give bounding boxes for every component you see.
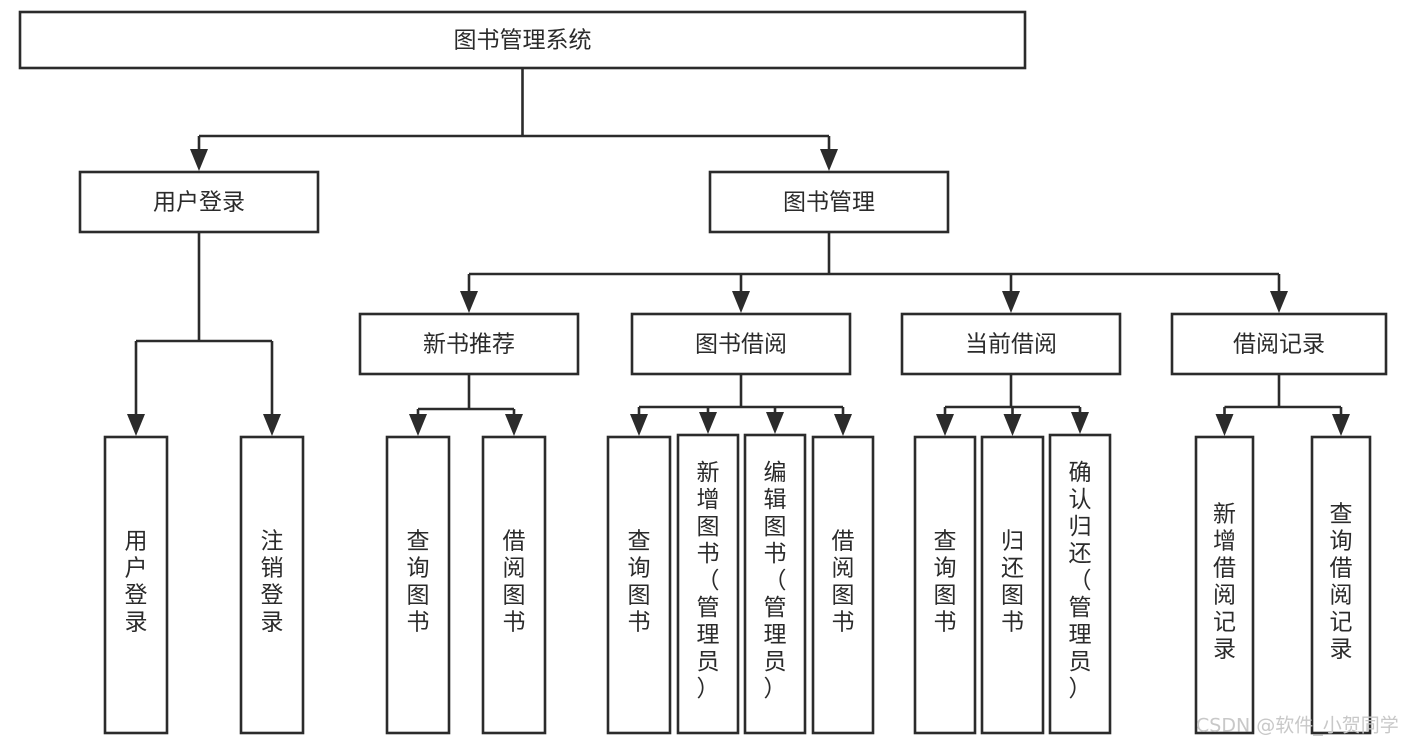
arrow-head-icon xyxy=(699,412,717,434)
node-rect xyxy=(606,435,672,735)
node-label: 查询图书 xyxy=(407,529,430,636)
node-rect xyxy=(18,10,1027,70)
arrow-head-icon xyxy=(820,149,838,171)
level4-node-9[interactable]: 归还图书 xyxy=(980,435,1045,735)
node-rect xyxy=(358,312,580,376)
level3-node-1[interactable]: 图书借阅 xyxy=(630,312,852,376)
level4-node-10[interactable]: 确认归还（管理员） xyxy=(1048,433,1112,735)
node-label: 新增图书（管理员） xyxy=(697,460,720,702)
node-label: 借阅记录 xyxy=(1233,332,1325,358)
node-label: 编辑图书（管理员） xyxy=(764,460,787,702)
csdn-watermark: CSDN @软件_小贺同学 xyxy=(1196,715,1399,737)
arrow-head-icon xyxy=(1071,412,1089,434)
level4-node-4[interactable]: 查询图书 xyxy=(606,435,672,735)
node-rect xyxy=(900,312,1122,376)
root-node[interactable]: 图书管理系统 xyxy=(18,10,1027,70)
arrow-head-icon xyxy=(409,414,427,436)
node-label: 图书借阅 xyxy=(695,332,787,358)
arrow-head-icon xyxy=(190,149,208,171)
arrow-head-icon xyxy=(1332,414,1350,436)
level4-node-3[interactable]: 借阅图书 xyxy=(481,435,547,735)
level4-node-11[interactable]: 新增借阅记录 xyxy=(1194,435,1255,735)
node-rect xyxy=(676,433,740,735)
arrow-head-icon xyxy=(1270,291,1288,313)
node-label: 注销登录 xyxy=(261,529,284,636)
arrow-head-icon xyxy=(834,414,852,436)
arrow-head-icon xyxy=(460,291,478,313)
node-label: 借阅图书 xyxy=(503,529,526,636)
node-rect xyxy=(103,435,169,735)
node-rect xyxy=(1194,435,1255,735)
connector-lines xyxy=(127,68,1350,436)
level2-node-0[interactable]: 用户登录 xyxy=(78,170,320,234)
node-rect xyxy=(913,435,977,735)
arrow-head-icon xyxy=(1003,414,1022,436)
node-label: 确认归还（管理员） xyxy=(1069,460,1092,702)
node-rect xyxy=(630,312,852,376)
node-label: 用户登录 xyxy=(153,190,245,216)
node-label: 图书管理 xyxy=(783,190,875,216)
arrow-head-icon xyxy=(505,414,523,436)
arrow-head-icon xyxy=(1215,414,1234,436)
arrow-head-icon xyxy=(127,414,145,436)
node-label: 借阅图书 xyxy=(832,529,855,636)
level4-node-8[interactable]: 查询图书 xyxy=(913,435,977,735)
node-label: 图书管理系统 xyxy=(454,28,592,54)
arrow-head-icon xyxy=(263,414,281,436)
node-rect xyxy=(1170,312,1388,376)
level4-node-7[interactable]: 借阅图书 xyxy=(811,435,875,735)
node-rect xyxy=(743,433,807,735)
level4-node-0[interactable]: 用户登录 xyxy=(103,435,169,735)
level4-node-1[interactable]: 注销登录 xyxy=(239,435,305,735)
level4-node-6[interactable]: 编辑图书（管理员） xyxy=(743,433,807,735)
level4-node-12[interactable]: 查询借阅记录 xyxy=(1310,435,1372,735)
node-rect xyxy=(1310,435,1372,735)
arrow-head-icon xyxy=(630,414,648,436)
node-label: 查询图书 xyxy=(934,529,957,636)
node-label: 归还图书 xyxy=(1001,529,1024,636)
node-label: 新增借阅记录 xyxy=(1213,502,1236,663)
arrow-head-icon xyxy=(1002,291,1020,313)
node-label: 当前借阅 xyxy=(965,332,1057,358)
node-rect xyxy=(481,435,547,735)
level3-node-0[interactable]: 新书推荐 xyxy=(358,312,580,376)
node-label: 查询图书 xyxy=(628,529,651,636)
level3-node-2[interactable]: 当前借阅 xyxy=(900,312,1122,376)
level4-node-2[interactable]: 查询图书 xyxy=(385,435,451,735)
level3-node-3[interactable]: 借阅记录 xyxy=(1170,312,1388,376)
node-rect xyxy=(385,435,451,735)
node-rect xyxy=(239,435,305,735)
node-label: 查询借阅记录 xyxy=(1330,502,1353,663)
arrow-head-icon xyxy=(732,291,750,313)
node-rect xyxy=(980,435,1045,735)
node-rect xyxy=(78,170,320,234)
node-label: 新书推荐 xyxy=(423,332,515,358)
arrow-head-icon xyxy=(766,412,784,434)
arrow-head-icon xyxy=(936,414,954,436)
node-rect xyxy=(708,170,950,234)
level4-node-5[interactable]: 新增图书（管理员） xyxy=(676,433,740,735)
node-rect xyxy=(1048,433,1112,735)
node-boxes: 图书管理系统用户登录图书管理新书推荐图书借阅当前借阅借阅记录用户登录注销登录查询… xyxy=(18,10,1388,735)
level2-node-1[interactable]: 图书管理 xyxy=(708,170,950,234)
node-rect xyxy=(811,435,875,735)
node-label: 用户登录 xyxy=(125,529,148,636)
